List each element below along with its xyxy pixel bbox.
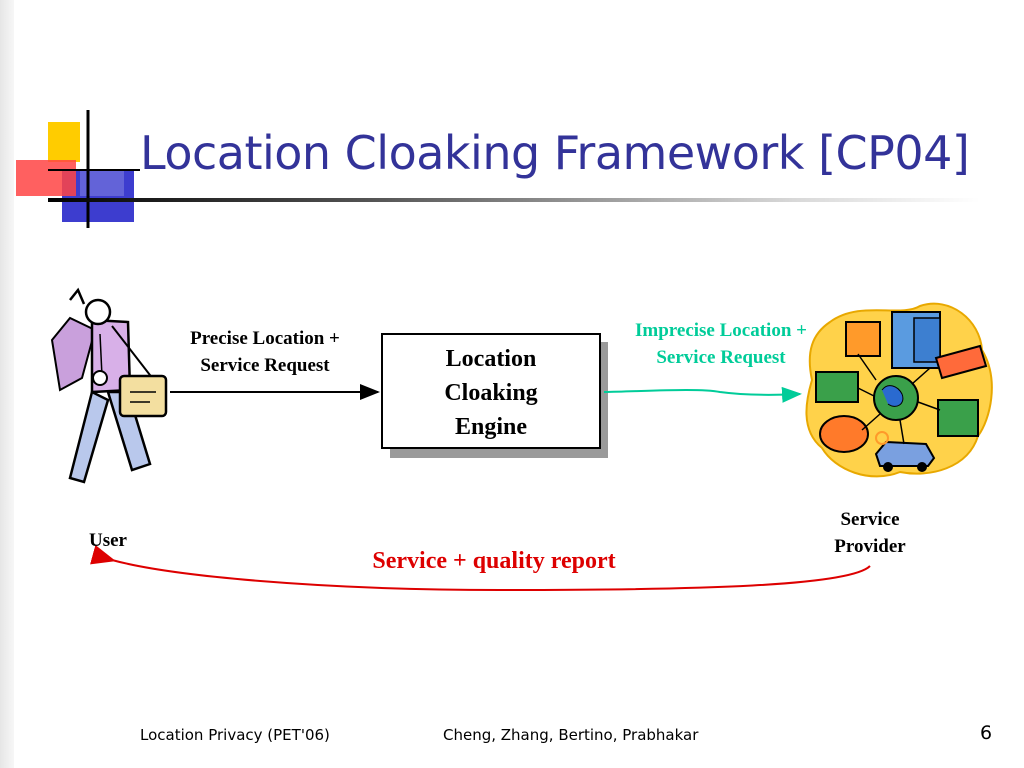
provider-label-line2: Provider xyxy=(834,536,906,557)
request-label: Precise Location + Service Request xyxy=(160,325,370,379)
forward-label-line2: Service Request xyxy=(656,347,786,368)
briefcase-icon xyxy=(118,374,168,418)
forward-label: Imprecise Location + Service Request xyxy=(610,317,832,371)
deco-red-square xyxy=(16,160,76,196)
engine-label-line2: Cloaking xyxy=(444,380,538,406)
page-number: 6 xyxy=(980,722,993,744)
provider-label: Service Provider xyxy=(800,506,940,560)
user-label: User xyxy=(89,530,127,551)
engine-label-line3: Engine xyxy=(454,414,528,440)
request-label-line2: Service Request xyxy=(200,355,330,376)
provider-label-line1: Service xyxy=(840,509,900,530)
title-decoration xyxy=(16,110,140,228)
engine-label-line1: Location xyxy=(445,346,537,372)
world-services-cluster-icon xyxy=(805,302,993,478)
footer-center: Cheng, Zhang, Bertino, Prabhakar xyxy=(443,726,699,744)
engine-box xyxy=(381,333,601,449)
slide-left-band xyxy=(0,0,14,768)
engine-label: Location Cloaking Engine xyxy=(382,342,600,444)
forward-label-line1: Imprecise Location + xyxy=(635,320,807,341)
title-underline xyxy=(48,198,980,202)
deco-yellow-square xyxy=(48,122,80,162)
footer-left: Location Privacy (PET'06) xyxy=(140,726,330,744)
report-label: Service + quality report xyxy=(372,548,616,574)
forward-arrow xyxy=(603,386,802,403)
slide-title: Location Cloaking Framework [CP04] xyxy=(140,126,970,180)
request-label-line1: Precise Location + xyxy=(190,328,340,349)
businessman-on-phone-icon xyxy=(50,287,168,484)
report-arrow xyxy=(90,545,871,592)
